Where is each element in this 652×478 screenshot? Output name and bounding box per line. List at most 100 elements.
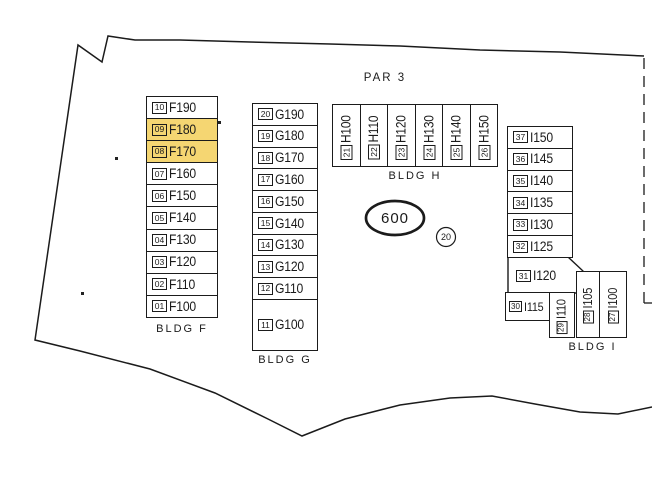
map-dot: [115, 157, 118, 160]
unit-number: 18: [258, 151, 273, 164]
unit-name: G140: [275, 215, 305, 231]
unit-name: I105: [580, 288, 595, 309]
unit-name: I150: [530, 129, 553, 145]
unit-number: 19: [258, 130, 273, 143]
unit-name: F120: [169, 254, 196, 270]
unit-number: 31: [516, 270, 531, 282]
bldg-g-label: BLDG G: [258, 354, 312, 366]
unit-name: H120: [393, 115, 409, 143]
unit-number: 32: [513, 240, 528, 253]
parcel-label: PAR 3: [363, 72, 407, 84]
unit-name: H140: [448, 115, 464, 143]
unit-number: 05: [152, 212, 167, 225]
unit-number: 22: [367, 144, 380, 160]
unit-number: 37: [513, 131, 528, 144]
unit-name: I140: [530, 173, 553, 189]
unit-number: 20: [258, 108, 273, 121]
lot-20-badge: 20: [440, 232, 451, 242]
unit-name: G120: [275, 259, 305, 275]
unit-name: F190: [169, 99, 196, 115]
unit-number: 24: [422, 144, 435, 160]
unit-I115[interactable]: 30 I115: [505, 292, 550, 321]
unit-number: 16: [258, 195, 273, 208]
unit-name: I100: [605, 288, 620, 309]
unit-name: I135: [530, 195, 553, 211]
unit-number: 33: [513, 218, 528, 231]
unit-number: 29: [556, 320, 568, 334]
bldg-f-label: BLDG F: [156, 323, 208, 335]
unit-number: 23: [395, 144, 408, 160]
unit-number: 27: [607, 310, 619, 324]
unit-number: 01: [152, 300, 167, 313]
unit-number: 26: [477, 144, 490, 160]
unit-name: I130: [530, 216, 553, 232]
unit-number: 25: [450, 144, 463, 160]
unit-number: 15: [258, 217, 273, 230]
unit-name: F170: [169, 143, 196, 159]
unit-number: 07: [152, 167, 167, 180]
unit-name: H150: [476, 115, 492, 143]
unit-name: G190: [275, 106, 305, 122]
unit-name: I120: [533, 268, 556, 284]
bldg-h-label: BLDG H: [388, 170, 442, 182]
unit-number: 11: [258, 319, 273, 332]
unit-I120[interactable]: 31 I120: [516, 266, 558, 286]
unit-name: F160: [169, 166, 196, 182]
unit-name: G110: [275, 280, 304, 296]
unit-name: H110: [366, 115, 382, 143]
unit-name: G150: [275, 193, 305, 209]
unit-number: 21: [340, 144, 353, 160]
unit-number: 03: [152, 256, 167, 269]
unit-number: 08: [152, 145, 167, 158]
unit-number: 06: [152, 189, 167, 202]
unit-number: 14: [258, 239, 273, 252]
unit-name: H100: [338, 115, 354, 143]
unit-name: G100: [275, 317, 305, 333]
unit-name: H130: [421, 115, 437, 143]
unit-name: F130: [169, 232, 196, 248]
unit-number: 36: [513, 153, 528, 166]
unit-number: 28: [582, 310, 594, 324]
unit-name: F140: [169, 210, 196, 226]
